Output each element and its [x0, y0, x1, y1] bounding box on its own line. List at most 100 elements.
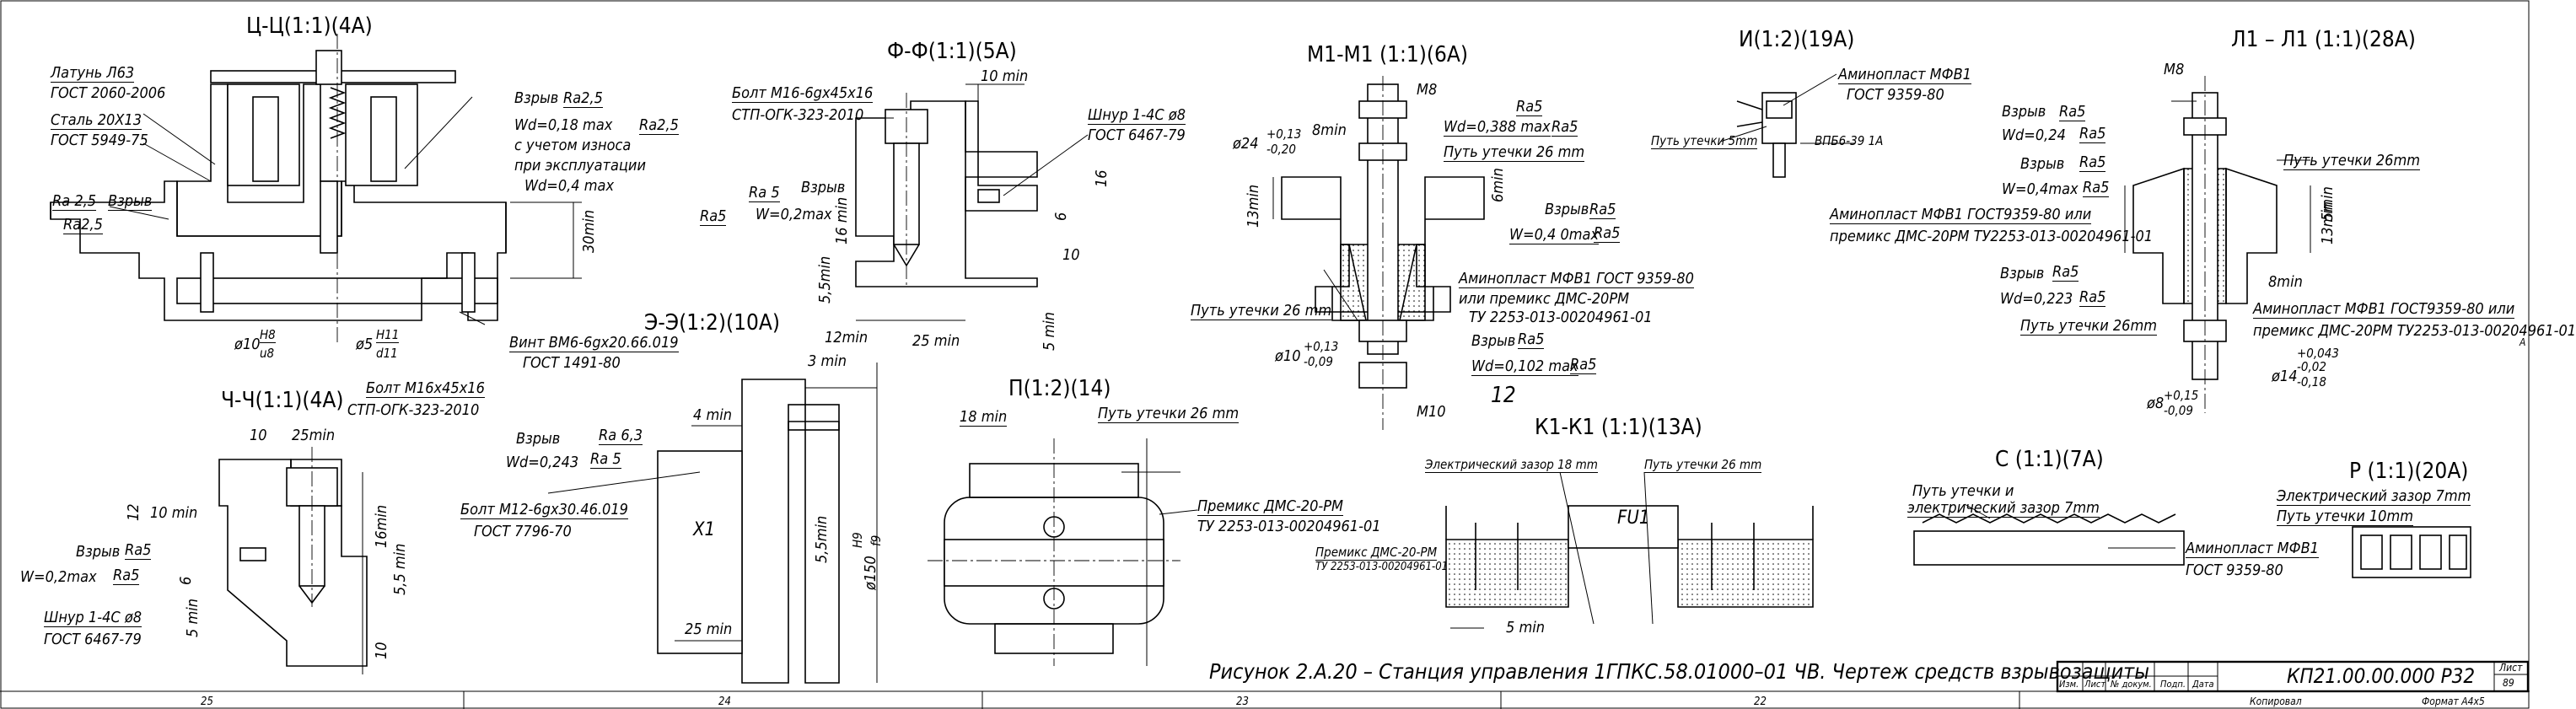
view-f-f [855, 83, 1089, 321]
dimension: 5,5min [813, 515, 831, 563]
view-title-c-c: Ц-Ц(1:1)(4А) [246, 13, 373, 39]
annotation: Wd=0,388 max [1444, 118, 1551, 137]
annotation: Шнур 1-4С ø8 [44, 609, 143, 627]
annotation: Взрыв [516, 430, 561, 448]
annotation: ГОСТ 1491-80 [523, 354, 621, 372]
annotation: W=0,2max [756, 206, 832, 223]
dimension: 5 min [1041, 312, 1058, 351]
tolerance: -0,20 [1266, 142, 1296, 157]
tolerance: +0,13 [1266, 126, 1302, 142]
zone-label: 22 [1754, 696, 1767, 708]
view-title-k-k: К1-К1 (1:1)(13А) [1535, 415, 1702, 440]
view-e-e [547, 363, 878, 684]
tolerance: -0,18 [2297, 374, 2326, 389]
tolerance: H9 [850, 532, 865, 548]
annotation: Шнур 1-4С ø8 [1088, 106, 1186, 125]
annotation: премикс ДМС-20РМ ТУ2253-013-00204961-01 [2253, 322, 2576, 340]
tolerance: -0,09 [1304, 354, 1333, 369]
annotation: Аминопласт МФВ1 ГОСТ9359-80 или [1830, 206, 2092, 224]
dimension: ø8 [2147, 395, 2165, 412]
annotation: Взрыв [2002, 103, 2046, 121]
annotation: Взрыв [76, 543, 121, 561]
dimension: 16 [1093, 169, 1111, 187]
dimension: 6 [177, 576, 195, 585]
roughness-mark: Ra 5 [749, 184, 780, 202]
annotation: Латунь Л63 [51, 64, 135, 83]
view-title-f-f: Ф-Ф(1:1)(5А) [887, 39, 1017, 64]
annotation: Премикс ДМС-20-РМ [1197, 497, 1343, 516]
annotation: W=0,4max [2002, 180, 2079, 198]
annotation: ГОСТ 2060-2006 [51, 84, 166, 102]
dimension: 12min [825, 329, 869, 346]
tb-col-docno: № докум. [2111, 679, 2152, 690]
sheet-label: Лист [2499, 662, 2523, 674]
annotation: Аминопласт МФВ1 ГОСТ9359-80 или [2253, 300, 2515, 319]
annotation: премикс ДМС-20РМ ТУ2253-013-00204961-01 [1830, 228, 2154, 245]
view-title-m-m: М1-М1 (1:1)(6А) [1307, 42, 1469, 67]
annotation: с учетом износа [514, 137, 632, 154]
tb-col-sign: Подп. [2160, 679, 2186, 690]
tolerance: d11 [376, 346, 398, 361]
figure-caption: Рисунок 2.А.20 – Станция управления 1ГПК… [1209, 659, 2150, 684]
dimension: 10 [250, 427, 267, 444]
dimension: М10 [1417, 403, 1446, 421]
roughness-mark: Ra2,5 [63, 216, 103, 234]
dimension: 13min [2319, 201, 2337, 244]
annotation: или премикс ДМС-20РМ [1459, 290, 1630, 308]
dimension: 10 min [981, 67, 1029, 85]
annotation: ГОСТ 6467-79 [1088, 126, 1186, 144]
tb-col-date: Дата [2192, 679, 2214, 690]
roughness-mark: Ra5 [2083, 179, 2110, 197]
annotation: Wd=0,4 max [524, 177, 615, 195]
copied-label: Копировал [2250, 696, 2302, 707]
annotation: Взрыв [1545, 201, 1589, 218]
view-m-m [1272, 76, 1485, 430]
view-ch-ch [218, 447, 368, 674]
roughness-mark: Ra2,5 [563, 89, 603, 108]
view-title-s-s: С (1:1)(7А) [1995, 447, 2104, 472]
annotation: Винт ВМ6-6gх20.66.019 [509, 334, 679, 352]
roughness-mark: Ra5 [2052, 263, 2079, 282]
annotation: Аминопласт МФВ1 [1838, 66, 1971, 84]
roughness-mark: Ra5 [113, 567, 140, 585]
view-title-i-i: И(1:2)(19А) [1739, 27, 1855, 52]
roughness-mark: Ra5 [2079, 125, 2106, 143]
tolerance: f9 [869, 534, 884, 546]
roughness-mark: Ra5 [2079, 288, 2106, 307]
roughness-mark: Ra5 [2079, 153, 2106, 172]
tolerance: +0,043 [2297, 346, 2339, 361]
view-title-p-p: П(1:2)(14) [1008, 376, 1111, 401]
view-k-k [1445, 471, 1814, 629]
dimension: 6 [1052, 212, 1070, 221]
annotation: Путь утечки 26 mm [1098, 405, 1240, 423]
roughness-mark: Ra 2,5 [52, 192, 97, 211]
annotation: Премикс ДМС-20-РМ [1315, 545, 1438, 561]
dimension: М8 [2164, 61, 2185, 78]
annotation: Взрыв [2020, 155, 2065, 173]
margin-mark: А [2520, 336, 2526, 348]
roughness-mark: Ra5 [1570, 356, 1597, 374]
annotation: Аминопласт МФВ1 [2186, 540, 2319, 558]
roughness-mark: Ra5 [1518, 330, 1545, 349]
dimension: 13min [1245, 184, 1262, 228]
dimension: 16 min [833, 196, 851, 244]
dimension: 8min [1312, 121, 1347, 139]
dimension: 12 [125, 503, 143, 521]
annotation: ГОСТ 7796-70 [474, 523, 572, 540]
dimension: ø5 [356, 336, 374, 353]
annotation: ГОСТ 9359-80 [1847, 86, 1944, 104]
annotation: W=0,2max [20, 568, 97, 586]
view-title-ch-ch: Ч-Ч(1:1)(4А) [221, 388, 344, 413]
dimension: ø150 [862, 556, 879, 590]
connector-label: Х1 [693, 519, 716, 540]
dimension: 12 [1491, 383, 1516, 408]
annotation: Wd=0,243 [506, 454, 579, 471]
annotation: СТП-ОГК-323-2010 [347, 401, 480, 419]
dimension: 5 min [184, 599, 202, 637]
view-title-r-r: Р (1:1)(20А) [2349, 459, 2469, 484]
view-title-e-e: Э-Э(1:2)(10А) [644, 310, 781, 336]
dimension: 3 min [808, 352, 847, 370]
view-s-s [1913, 503, 2185, 566]
annotation: Взрыв [108, 192, 153, 211]
